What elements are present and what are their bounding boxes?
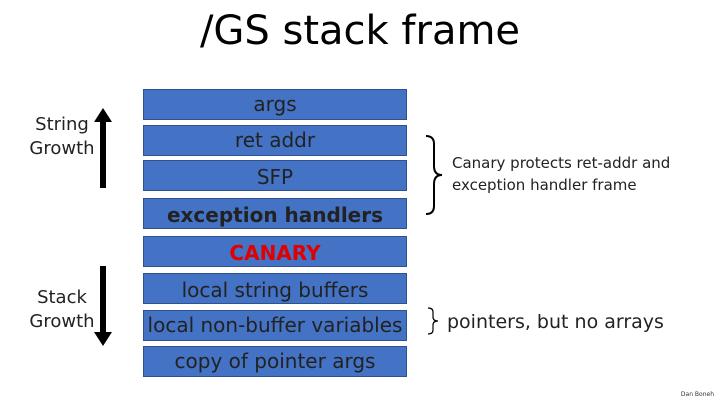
frame-row-local-non-buffer-variables: local non-buffer variables xyxy=(147,313,403,337)
canary-annotation-line-2: exception handler frame xyxy=(452,176,637,194)
frame-row-ret-addr: ret addr xyxy=(234,128,316,152)
frame-box-local-non-buffer-variables xyxy=(143,310,407,341)
canary-annotation-line-1: Canary protects ret-addr and xyxy=(452,154,671,172)
canary-annotation: Canary protects ret-addr and exception h… xyxy=(452,152,670,196)
arrow-down-icon xyxy=(94,266,112,346)
stack-growth-line-2: Growth xyxy=(29,311,95,332)
frame-box-ret-addr xyxy=(143,125,407,156)
frame-box-copy-of-pointer-args xyxy=(143,346,407,377)
slide-title: /GS stack frame xyxy=(199,8,521,54)
frame-row-copy-of-pointer-args: copy of pointer args xyxy=(174,349,376,373)
frame-row-sfp: SFP xyxy=(256,165,294,189)
string-growth-line-2: Growth xyxy=(29,138,95,159)
frame-box-sfp xyxy=(143,160,407,191)
frame-box-exception-handlers xyxy=(143,198,407,229)
frame-row-exception-handlers: exception handlers xyxy=(166,203,384,227)
frame-row-local-string-buffers: local string buffers xyxy=(181,278,369,302)
pointers-annotation: pointers, but no arrays xyxy=(447,311,664,333)
frame-row-canary: CANARY xyxy=(229,241,321,265)
string-growth-line-1: String xyxy=(35,114,89,135)
stack-growth-label: Stack Growth xyxy=(7,286,117,334)
stack-growth-line-1: Stack xyxy=(37,287,87,308)
frame-box-args xyxy=(143,89,407,120)
string-growth-label: String Growth xyxy=(7,113,117,161)
author-credit: Dan Boneh xyxy=(680,391,714,398)
frame-box-local-string-buffers xyxy=(143,273,407,304)
frame-row-args: args xyxy=(253,92,297,116)
frame-box-canary xyxy=(143,236,407,267)
brace-canary-icon xyxy=(425,135,443,215)
arrow-up-icon xyxy=(94,108,112,188)
brace-pointers-icon xyxy=(427,307,439,335)
